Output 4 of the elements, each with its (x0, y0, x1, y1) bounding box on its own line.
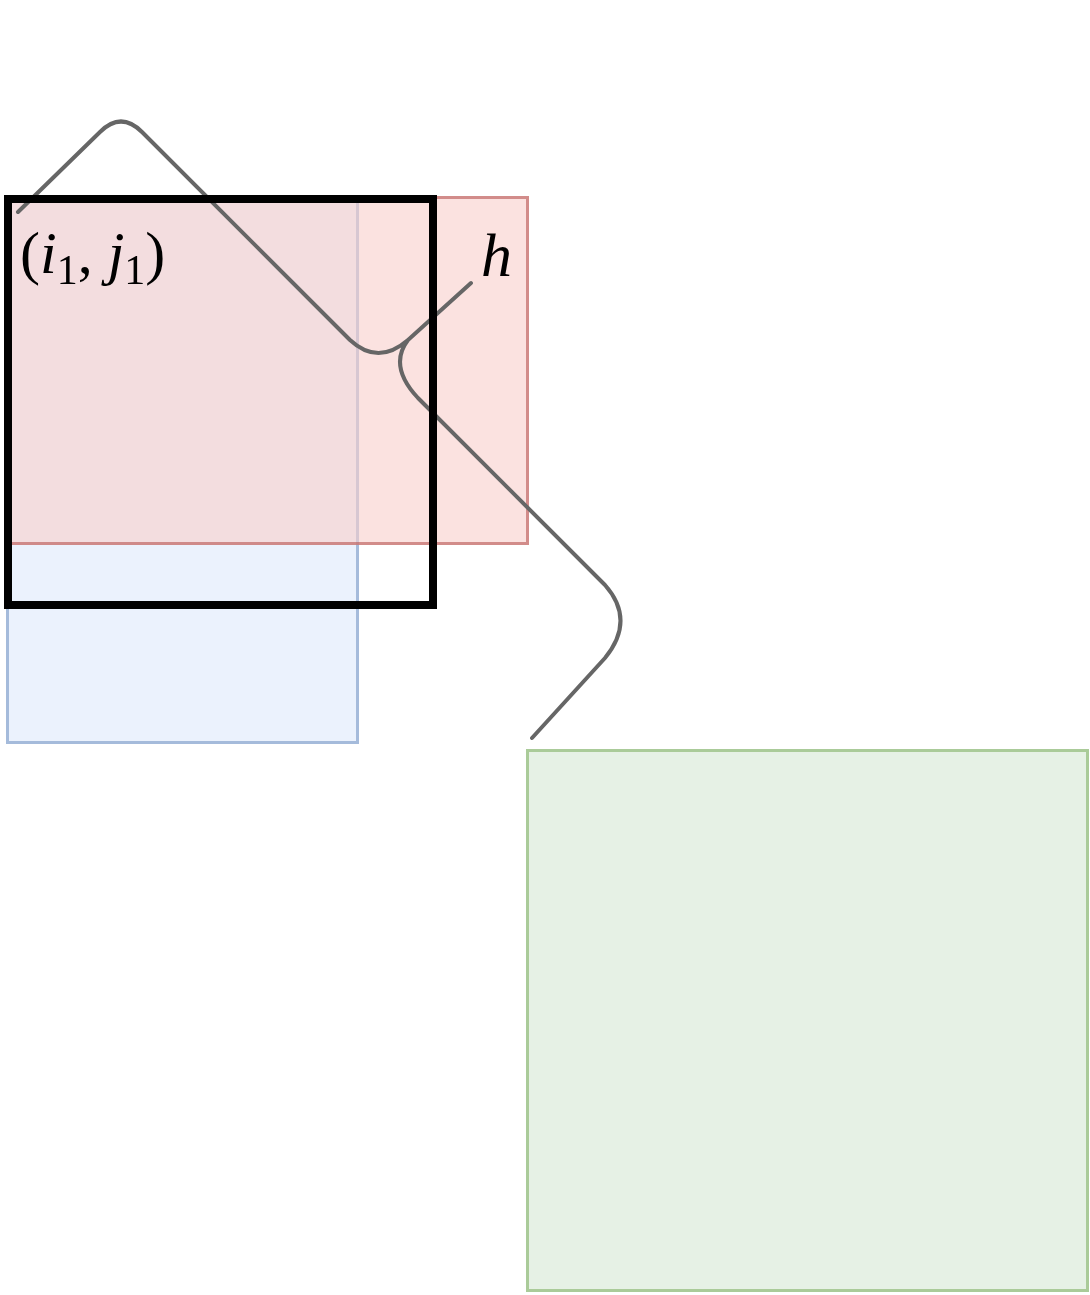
window-frame (4, 195, 437, 609)
coordinate-label: (i$_{1}$, j$_{1}$) (20, 223, 166, 291)
dimension-label: h (481, 224, 512, 286)
large-square-box (526, 749, 1089, 1292)
